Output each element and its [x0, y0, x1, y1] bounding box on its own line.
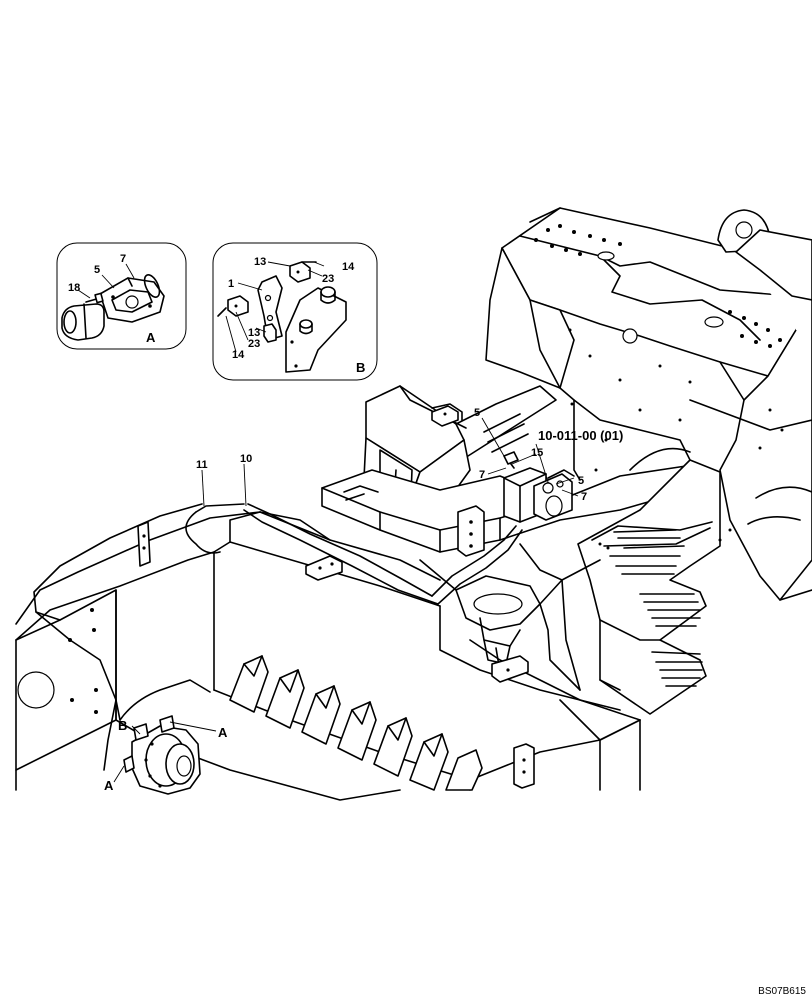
cleats [229, 655, 483, 791]
figure-code: BS07B615 [758, 986, 806, 997]
clamp-block-mid [457, 505, 485, 557]
mounting-frame [285, 286, 347, 373]
detail-b-letter: B [356, 360, 365, 375]
clamp-block-top [289, 261, 311, 283]
clamp-bracket [257, 275, 283, 341]
hydraulic-hoses [33, 503, 523, 771]
callout-15: 15 [531, 447, 543, 459]
travel-motor [123, 715, 201, 795]
deck-holes [534, 224, 784, 532]
detail-a-letter: A [146, 330, 156, 345]
marker-b: B [118, 718, 127, 733]
callout-5-upper: 5 [474, 407, 480, 419]
pump-block [503, 451, 575, 523]
clamp-block-left [227, 295, 249, 317]
callout-14-top: 14 [342, 261, 355, 273]
step-assembly [577, 459, 722, 715]
bolt [85, 292, 104, 304]
callout-7-left: 7 [479, 469, 485, 481]
callout-13-bottom: 13 [248, 327, 260, 339]
elbow-fitting [61, 303, 105, 341]
callout-23-bottom: 23 [248, 338, 260, 350]
callout-1: 1 [228, 278, 234, 290]
callout-5: 5 [94, 264, 100, 276]
clamp-block-rail [137, 521, 535, 789]
clamp-block-upper [431, 405, 459, 427]
reference-label: 10-011-00 (01) [538, 428, 623, 443]
detail-b: 13 14 23 1 13 23 14 B [212, 242, 378, 381]
flange-body [99, 277, 165, 323]
callout-7-right: 7 [581, 491, 587, 503]
callout-14-bottom: 14 [232, 349, 245, 361]
lower-frame [15, 511, 641, 801]
leader-lines [113, 417, 579, 783]
callout-5-right: 5 [578, 475, 584, 487]
detail-a: 5 7 18 A [56, 242, 187, 350]
marker-a-lower: A [104, 778, 114, 793]
clamp-block-small [263, 323, 277, 343]
o-ring [143, 274, 161, 298]
callout-13-top: 13 [254, 256, 266, 268]
callout-18: 18 [68, 282, 80, 294]
upper-frame [485, 207, 812, 601]
callout-10: 10 [240, 453, 252, 465]
marker-a-upper: A [218, 725, 228, 740]
callout-23-top: 23 [322, 273, 334, 285]
callout-11: 11 [196, 459, 208, 471]
callout-7: 7 [120, 253, 126, 265]
